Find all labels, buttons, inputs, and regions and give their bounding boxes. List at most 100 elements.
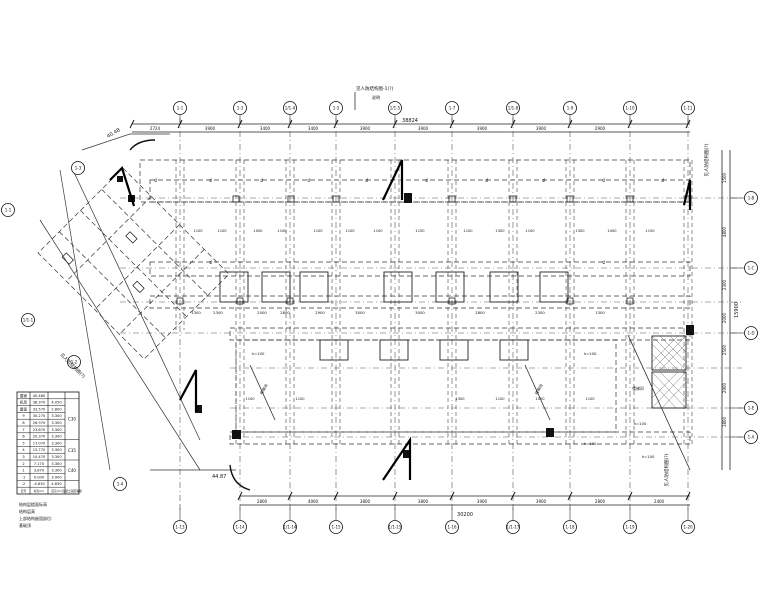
bottom-dimension: 3900 [477, 499, 488, 504]
rotated-wing [37, 167, 230, 360]
top-dimension: 2724 [150, 126, 161, 131]
rebar-dimension: 1100 [313, 229, 323, 233]
zone-label: h=100 [584, 351, 597, 356]
horizontal-grid-lines [120, 197, 742, 438]
rebar-dimension: 1000 [535, 397, 545, 401]
top-dimension: 3900 [536, 126, 547, 131]
table-footer-cell: 层高(m) [51, 489, 62, 493]
rebar-dimension: 1100 [373, 229, 383, 233]
bottom-dimension: 3800 [418, 499, 429, 504]
right-dimension: 2900 [722, 382, 727, 393]
right-axis-bubbles: 1-B1-C1-D1-E1-A [730, 191, 758, 444]
bottom-axis-bubble-circle [233, 520, 247, 534]
top-dimension: 3900 [360, 126, 371, 131]
table-cell: 3.300 [51, 462, 62, 466]
secondary-beams [175, 160, 693, 445]
bottom-axis-bubble: 1/1-14 [284, 525, 297, 530]
top-dimension: 3900 [418, 126, 429, 131]
bottom-axis-bubble-circle [283, 520, 297, 534]
left-axis-bubble: 1-1 [5, 208, 12, 213]
right-axis-bubble: 1-D [747, 331, 754, 336]
right-axis-bubble-circle [744, 430, 758, 444]
bottom-dimension: 2800 [595, 499, 606, 504]
right-axis-bubble: 1-A [748, 435, 755, 440]
right-dimension: 2500 [722, 344, 727, 355]
rebar-dimension: 1100 [295, 397, 305, 401]
beam-label: KL [485, 178, 489, 182]
top-axis-bubble: 1-5 [333, 106, 340, 111]
top-axis-bubble: 1/1-5 [390, 106, 401, 111]
table-cell: 17.070 [33, 441, 46, 445]
columns [117, 176, 694, 458]
row-dimension: 2800 [280, 310, 290, 315]
table-cell: 0.000 [34, 475, 45, 479]
table-cell: 30.270 [33, 414, 46, 418]
top-dimension: 3900 [205, 126, 216, 131]
zone-label: 楼梯间 [534, 383, 544, 396]
overall-dimension-lines [132, 123, 731, 506]
table-cell: 4 [22, 448, 25, 452]
top-axis-bubble-circle [506, 101, 520, 115]
left-axis-bubble-circle [113, 477, 127, 491]
left-axis-bubble-circle [21, 313, 35, 327]
table-cell: 4.050 [51, 401, 62, 405]
table-footer-cell: 混凝土强度等级 [62, 489, 82, 493]
top-axis-bubble-circle [563, 101, 577, 115]
left-corner-dimension-bottom: 44.87 [212, 474, 226, 480]
table-cell: 20.370 [33, 435, 46, 439]
row-dimension: 2000 [257, 310, 267, 315]
column-outlines [176, 195, 692, 305]
table-caption: 结构层楼面标高 [19, 501, 47, 507]
table-cell: 36.370 [33, 401, 46, 405]
table-cell: 屋面 [20, 406, 28, 411]
table-cell: 2 [22, 462, 24, 466]
bottom-axis-bubble: 1-14 [235, 525, 245, 530]
bottom-axis-bubble: 1-13 [175, 525, 185, 530]
beam-label: KL [542, 178, 546, 182]
rebar-dimension: 1100 [277, 229, 287, 233]
bottom-axis-bubble-circle [506, 520, 520, 534]
bottom-axis-bubble-circle [623, 520, 637, 534]
table-cell: 3.870 [34, 469, 45, 473]
top-axis-bubble: 1-1 [177, 106, 184, 111]
concrete-grade: C35 [68, 448, 76, 453]
zone-label: h=100 [252, 351, 265, 356]
top-axis-bubble: 1-7 [449, 106, 456, 111]
bottom-dimension: 4000 [308, 499, 319, 504]
left-axis-bubble-circle [71, 161, 85, 175]
row-dimension: 3000 [415, 310, 425, 315]
table-cell: 4.830 [51, 482, 62, 486]
left-axis-bubble: 1-3 [75, 166, 82, 171]
table-cell: -2 [22, 482, 26, 486]
top-dimension: 2900 [595, 126, 606, 131]
vertical-grid-lines [179, 118, 689, 510]
row-dimension: 1300 [595, 310, 605, 315]
beam-label: KL [307, 178, 311, 182]
right-axis-bubble-circle [744, 401, 758, 415]
table-cell: 3.300 [51, 441, 62, 445]
rebar-dimension: 1100 [525, 229, 535, 233]
table-cell: 2.800 [51, 407, 62, 411]
table-cell: 7 [22, 428, 24, 432]
bottom-axis-bubble-circle [445, 520, 459, 534]
table-caption: 结构层高 [19, 508, 35, 514]
rebar-dimension: 1100 [193, 229, 203, 233]
table-cell: 3.300 [51, 435, 62, 439]
right-axis-bubble: 1-B [748, 196, 755, 201]
bottom-axis-bubble: 1-20 [683, 525, 693, 530]
table-cell: 3.300 [51, 414, 62, 418]
top-axis-bubble-circle [445, 101, 459, 115]
concrete-grade: C30 [68, 417, 76, 422]
right-axis-bubble-circle [744, 261, 758, 275]
table-cell: 7.170 [34, 462, 45, 466]
left-axis-bubble-circle [67, 355, 81, 369]
rebar-dimension: 1100 [345, 229, 355, 233]
bottom-dimension: 2400 [654, 499, 665, 504]
rebar-dimension: 1100 [585, 397, 595, 401]
